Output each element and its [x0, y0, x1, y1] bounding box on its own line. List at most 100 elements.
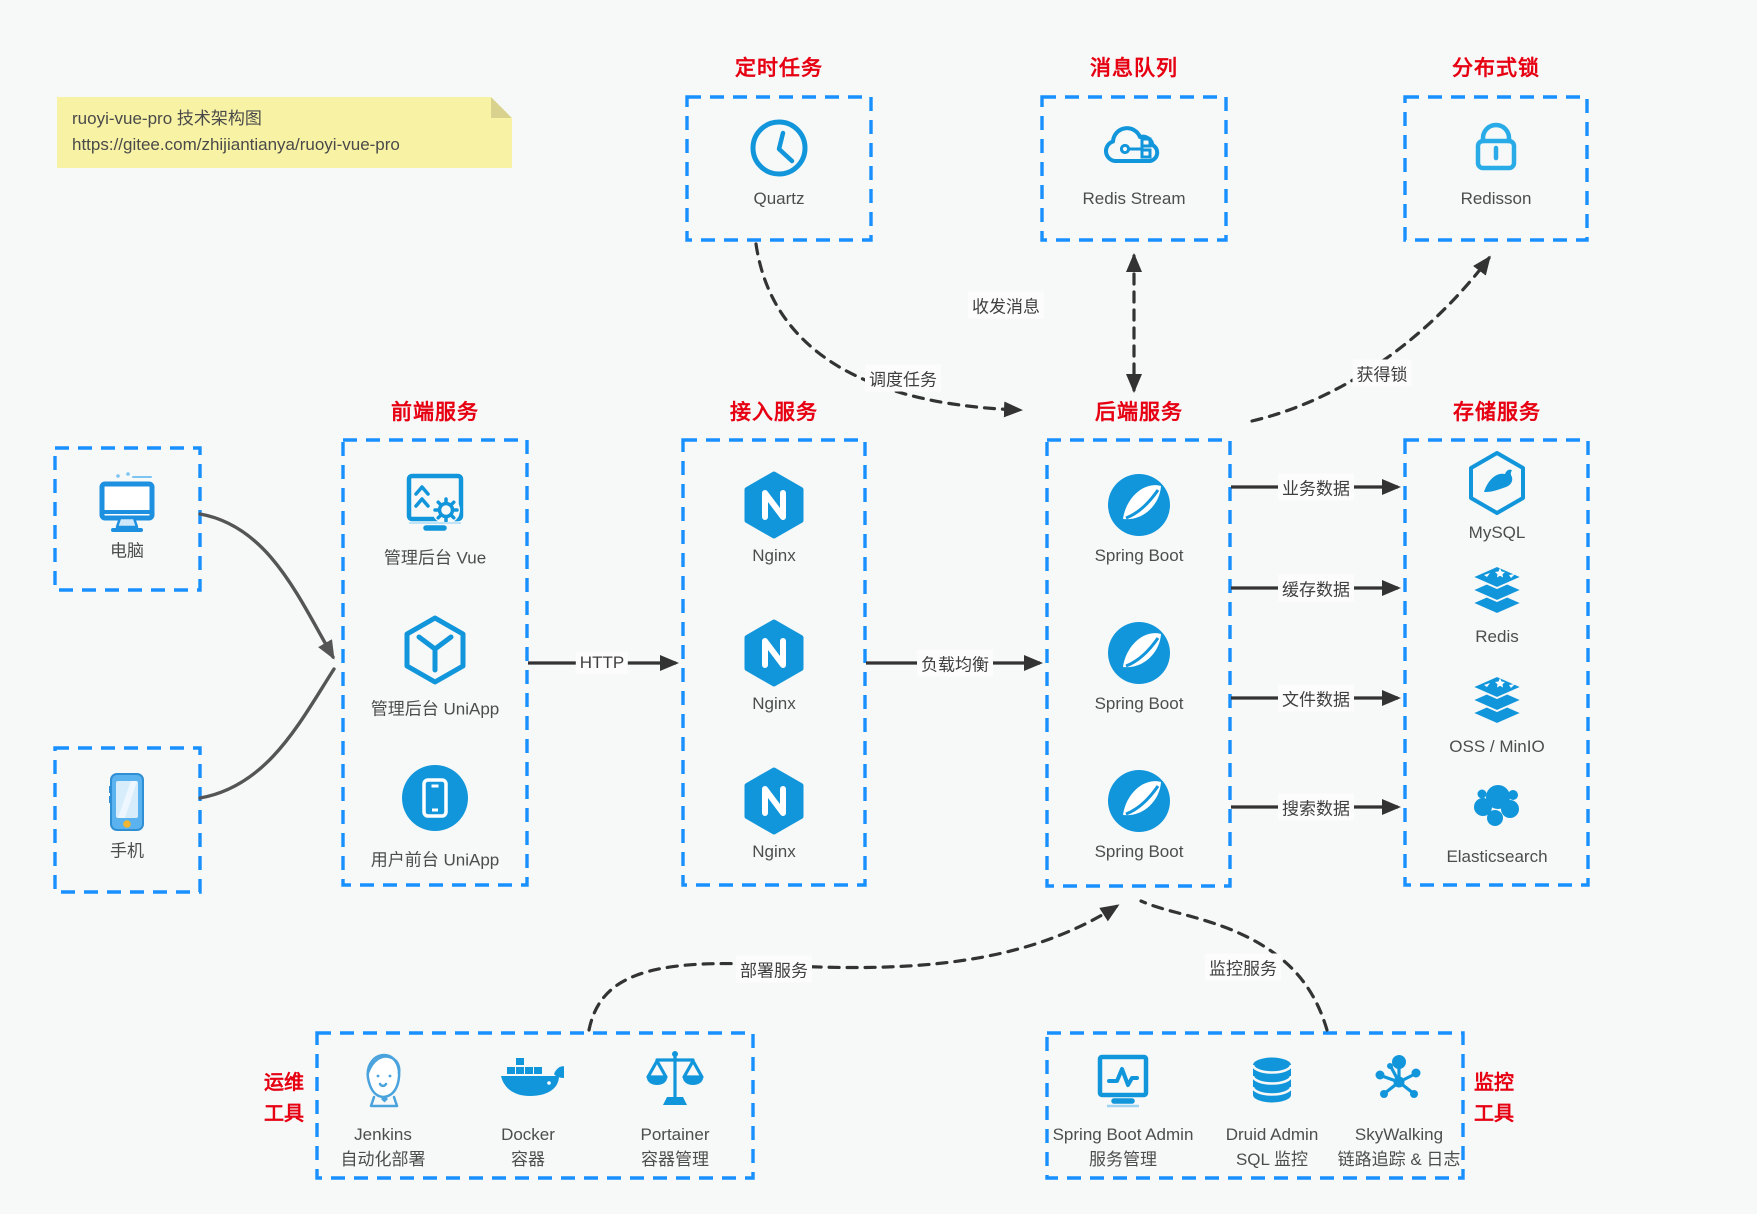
tool-spring-boot-admin: Spring Boot Admin 服务管理	[1053, 1122, 1194, 1172]
box-monitor-tools	[1045, 1031, 1465, 1180]
edge-deploy-service	[587, 904, 1120, 1032]
tool-name: Portainer	[640, 1125, 710, 1144]
smartphone-icon	[109, 773, 144, 831]
title-access: 接入服务	[730, 401, 818, 424]
box-message-queue	[1040, 95, 1228, 242]
note-url: https://gitee.com/zhijiantianya/ruoyi-vu…	[72, 135, 400, 154]
spring-boot-icon	[1108, 770, 1170, 832]
box-pc	[53, 446, 202, 592]
spring-boot-icon	[1108, 474, 1170, 536]
box-access	[681, 438, 867, 887]
tool-name: Jenkins	[354, 1125, 412, 1144]
tool-jenkins: Jenkins 自动化部署	[341, 1122, 426, 1172]
docker-icon	[501, 1058, 564, 1096]
jenkins-icon	[366, 1053, 401, 1108]
mysql-icon	[1469, 451, 1525, 515]
node-label-oss-minio: OSS / MinIO	[1449, 737, 1545, 756]
clock-icon	[750, 119, 808, 177]
spring-boot-admin-icon	[1097, 1054, 1149, 1108]
edge-acquire-lock	[1250, 255, 1491, 423]
tool-name: Docker	[501, 1125, 555, 1144]
node-label-admin-vue: 管理后台 Vue	[383, 548, 487, 568]
title-message-queue: 消息队列	[1090, 57, 1178, 80]
tool-portainer: Portainer 容器管理	[641, 1122, 710, 1172]
tool-desc: 容器	[510, 1150, 545, 1169]
edge-label-message: 收发消息	[968, 291, 1044, 319]
druid-icon	[1251, 1057, 1293, 1103]
edge-label-lock: 获得锁	[1352, 359, 1412, 387]
oss-minio-icon	[1471, 675, 1523, 725]
box-phone	[53, 746, 202, 894]
desktop-icon	[99, 472, 155, 532]
edge-label-deploy: 部署服务	[736, 955, 812, 983]
node-label-spring-boot: Spring Boot	[1094, 694, 1184, 713]
title-storage: 存储服务	[1453, 401, 1541, 424]
tool-name: Druid Admin	[1225, 1125, 1319, 1144]
box-scheduled-task	[685, 95, 873, 242]
node-label-nginx: Nginx	[752, 546, 796, 565]
node-label-pc: 电脑	[110, 541, 144, 561]
edge-schedule-task	[754, 242, 1023, 418]
cloud-message-icon	[1103, 126, 1160, 163]
box-backend	[1045, 438, 1232, 888]
nginx-icon	[744, 767, 804, 835]
node-label-admin-uniapp: 管理后台 UniApp	[370, 699, 500, 719]
tool-name: SkyWalking	[1354, 1125, 1444, 1144]
edge-monitor-service	[1139, 899, 1329, 1032]
admin-vue-icon	[406, 473, 464, 531]
edge-label-load-balance: 负载均衡	[917, 649, 993, 677]
node-label-spring-boot: Spring Boot	[1094, 842, 1184, 861]
box-ops-tools	[315, 1031, 755, 1180]
box-storage	[1403, 438, 1590, 887]
elasticsearch-icon	[1474, 785, 1519, 826]
lock-icon	[1475, 122, 1517, 171]
box-frontend	[341, 438, 529, 887]
node-label-user-uniapp: 用户前台 UniApp	[370, 850, 500, 870]
edge-label-cache-data: 缓存数据	[1278, 574, 1354, 602]
node-label-phone: 手机	[110, 841, 144, 861]
redis-icon	[1471, 565, 1523, 615]
node-label-spring-boot: Spring Boot	[1094, 546, 1184, 565]
edge-label-file-data: 文件数据	[1278, 684, 1354, 712]
tool-desc: 自动化部署	[340, 1150, 426, 1169]
monitor-side-label: 监控 工具	[1474, 1072, 1514, 1125]
skywalking-icon	[1375, 1055, 1421, 1098]
tool-name: Spring Boot Admin	[1052, 1125, 1194, 1144]
node-label-elasticsearch: Elasticsearch	[1446, 847, 1548, 866]
title-scheduled-task: 定时任务	[735, 57, 823, 80]
edge-label-http: HTTP	[575, 652, 629, 674]
node-label-nginx: Nginx	[752, 694, 796, 713]
edge-phone-to-frontend	[198, 667, 336, 800]
note-title: ruoyi-vue-pro 技术架构图	[72, 109, 262, 128]
node-label-redis-stream: Redis Stream	[1082, 189, 1186, 208]
title-distributed-lock: 分布式锁	[1452, 57, 1540, 80]
tool-skywalking: SkyWalking 链路追踪 & 日志	[1338, 1122, 1461, 1172]
edge-label-business-data: 业务数据	[1278, 473, 1354, 501]
tool-desc: 链路追踪 & 日志	[1337, 1150, 1461, 1169]
tool-desc: 服务管理	[1089, 1150, 1157, 1169]
user-app-icon	[402, 765, 468, 831]
portainer-icon	[646, 1051, 704, 1105]
edge-label-search-data: 搜索数据	[1278, 793, 1354, 821]
title-backend: 后端服务	[1095, 401, 1183, 424]
nginx-icon	[744, 471, 804, 539]
tool-desc: 容器管理	[640, 1150, 709, 1169]
node-label-redis: Redis	[1475, 627, 1519, 646]
edge-label-schedule: 调度任务	[865, 364, 941, 392]
tool-druid-admin: Druid Admin SQL 监控	[1226, 1122, 1319, 1172]
tool-desc: SQL 监控	[1235, 1150, 1309, 1169]
tool-docker: Docker 容器	[501, 1122, 555, 1172]
node-label-nginx: Nginx	[752, 842, 796, 861]
node-label-quartz: Quartz	[753, 189, 805, 208]
nginx-icon	[744, 619, 804, 687]
edge-pc-to-frontend	[198, 512, 335, 660]
title-frontend: 前端服务	[391, 401, 479, 424]
uniapp-cube-icon	[404, 615, 466, 685]
sticky-note: ruoyi-vue-pro 技术架构图 https://gitee.com/zh…	[57, 97, 512, 168]
spring-boot-icon	[1108, 622, 1170, 684]
ops-side-label: 运维 工具	[264, 1072, 304, 1125]
node-label-redisson: Redisson	[1460, 189, 1532, 208]
edge-label-monitor: 监控服务	[1205, 953, 1281, 981]
box-distributed-lock	[1403, 95, 1589, 242]
